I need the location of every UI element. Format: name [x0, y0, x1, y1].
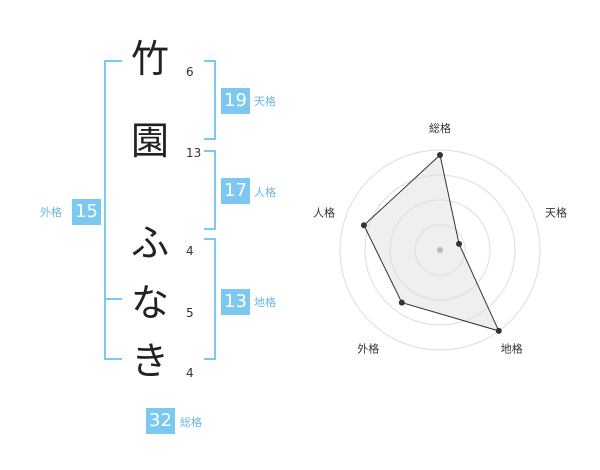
ten-label: 天格: [254, 95, 276, 108]
jin-label: 人格: [254, 186, 276, 199]
radar-center: [437, 247, 443, 253]
radar-point-2: [495, 327, 502, 334]
radar-axis-label-1: 天格: [545, 205, 567, 219]
radar-point-4: [360, 222, 367, 229]
jin-bracket: [204, 150, 216, 230]
name-char-1: 竹: [130, 37, 169, 81]
sou-label: 総格: [180, 416, 202, 429]
radar-area: [363, 154, 500, 332]
radar-ring-1: [414, 224, 466, 276]
radar-point-1: [456, 240, 463, 247]
radar-axis-label-2: 地格: [501, 342, 523, 356]
gai-bracket: [104, 60, 122, 360]
name-char-5: き: [130, 339, 169, 383]
name-char-2: 園: [130, 119, 169, 163]
radar-ring-4: [339, 149, 541, 351]
radar-ring-3: [364, 174, 516, 326]
radar-point-3: [398, 299, 405, 306]
ten-bracket: [204, 60, 216, 140]
radar-axis-label-0: 総格: [429, 121, 451, 135]
radar-ring-2: [389, 199, 491, 301]
jin-badge: 17: [221, 178, 250, 204]
chi-badge: 13: [221, 289, 250, 315]
ten-badge: 19: [221, 88, 250, 114]
name-char-4: な: [130, 281, 169, 325]
radar-axis-label-4: 人格: [313, 205, 335, 219]
chi-label: 地格: [254, 296, 276, 309]
chi-bracket: [204, 238, 216, 360]
stroke-count-2: 13: [186, 146, 202, 160]
radar-axis-label-3: 外格: [357, 342, 379, 356]
stroke-count-1: 6: [186, 65, 194, 79]
name-char-3: ふ: [130, 221, 169, 265]
stroke-count-4: 5: [186, 306, 194, 320]
sou-badge: 32: [146, 408, 175, 434]
gai-label: 外格: [40, 206, 62, 219]
radar-point-0: [437, 152, 443, 158]
gai-bracket-divider: [104, 298, 122, 300]
stroke-count-5: 4: [186, 366, 194, 380]
gai-badge: 15: [72, 199, 101, 225]
stroke-count-3: 4: [186, 244, 194, 258]
